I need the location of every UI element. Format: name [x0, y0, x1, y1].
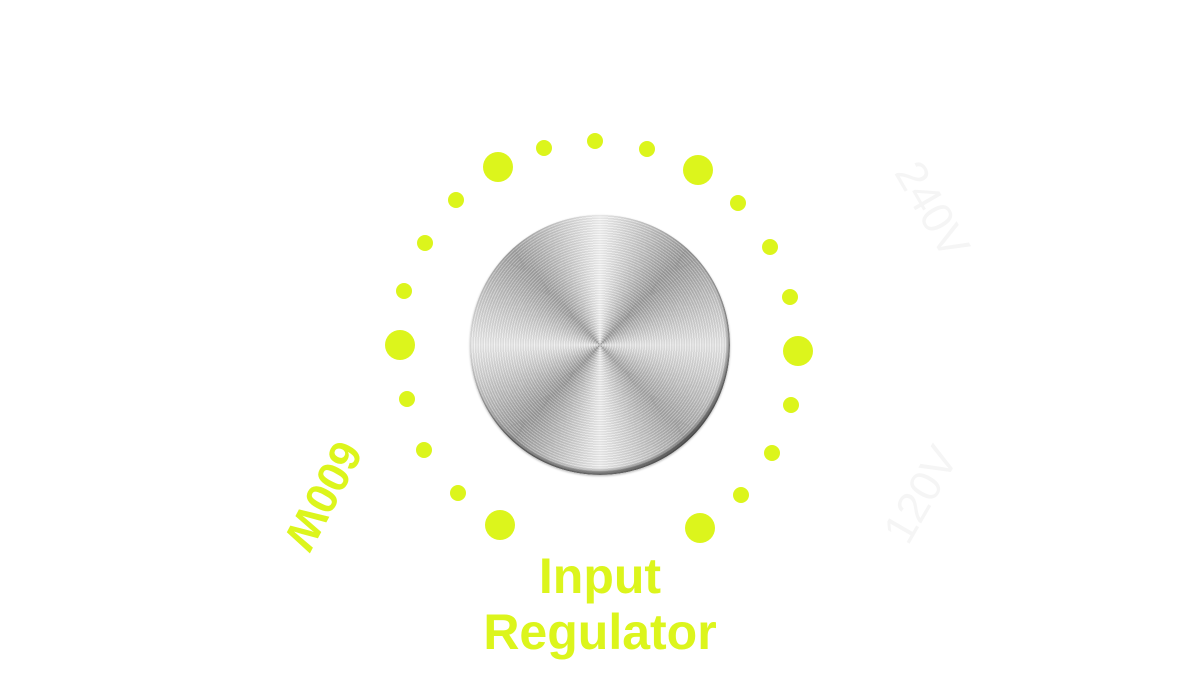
scale-dot-minor: [417, 235, 433, 251]
scale-dot-minor: [764, 445, 780, 461]
scale-dot-minor: [399, 391, 415, 407]
scale-dot-major: [685, 513, 715, 543]
scale-dot-minor: [396, 283, 412, 299]
scale-dot-minor: [783, 397, 799, 413]
scale-dot-minor: [639, 141, 655, 157]
scale-dot-minor: [416, 442, 432, 458]
scale-dot-major: [683, 155, 713, 185]
scale-dot-major: [483, 152, 513, 182]
voltage-label-240: 240V: [884, 153, 979, 267]
voltage-label-120: 120V: [874, 438, 968, 552]
title-line-2: Regulator: [483, 604, 717, 660]
scale-dot-major: [485, 510, 515, 540]
scale-dot-minor: [587, 133, 603, 149]
regulator-knob[interactable]: [470, 215, 730, 475]
scale-dot-major: [783, 336, 813, 366]
regulator-title: Input Regulator: [440, 548, 760, 660]
scale-dot-minor: [730, 195, 746, 211]
scale-dot-minor: [782, 289, 798, 305]
scale-dot-minor: [450, 485, 466, 501]
min-power-label: 600W: [274, 432, 372, 558]
scale-dot-minor: [733, 487, 749, 503]
scale-dot-minor: [448, 192, 464, 208]
scale-dot-minor: [536, 140, 552, 156]
title-line-1: Input: [538, 548, 662, 604]
scale-dot-major: [385, 330, 415, 360]
scale-dot-minor: [762, 239, 778, 255]
